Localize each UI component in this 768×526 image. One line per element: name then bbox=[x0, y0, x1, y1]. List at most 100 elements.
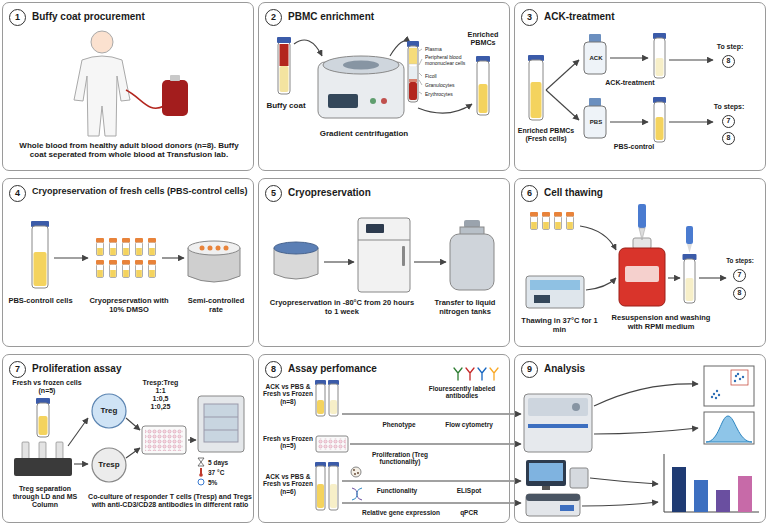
cell-label: Treg bbox=[101, 406, 118, 415]
text-slot: 2 bbox=[265, 9, 282, 26]
ack-treatment-illustration bbox=[669, 59, 713, 60]
text-slot: 37 °C bbox=[208, 469, 248, 476]
pbmc-enrichment-illustration bbox=[381, 98, 387, 104]
cryopreservation-fresh-illustration bbox=[109, 238, 117, 256]
step-panel: 2PBMC enrichmentBuffy coatGradient centr… bbox=[258, 2, 510, 171]
panel-title: Cryopreservation bbox=[288, 187, 503, 199]
caption-label: ACK vs PBS & Fresh vs Frozen (n=6) bbox=[261, 473, 315, 495]
assay-performance-illustration bbox=[317, 484, 324, 508]
text-slot: ELISpot bbox=[441, 487, 497, 494]
proliferation-assay-illustration bbox=[145, 429, 183, 451]
analysis-illustration bbox=[529, 463, 563, 481]
text-slot: To step: bbox=[705, 43, 755, 51]
text-slot: Proliferation assay bbox=[32, 363, 247, 375]
analysis-illustration bbox=[542, 486, 550, 490]
analysis-illustration bbox=[524, 366, 759, 516]
text-slot: PBS bbox=[585, 119, 607, 126]
cryopreservation-fresh-illustration bbox=[34, 252, 47, 286]
proliferation-assay-illustration bbox=[188, 439, 196, 440]
text-slot: 6 bbox=[521, 185, 538, 202]
caption-label: Enriched PBMCs bbox=[457, 31, 509, 48]
assay-performance-illustration bbox=[352, 488, 362, 500]
dot-plot-points bbox=[715, 397, 717, 399]
assay-performance-illustration bbox=[351, 467, 361, 477]
proliferation-assay-illustration bbox=[37, 403, 49, 437]
assay-performance-illustration bbox=[316, 384, 325, 416]
caption-label: Cryopreservation in -80°C from 20 hours … bbox=[267, 299, 417, 316]
text-slot: 8 bbox=[733, 287, 746, 300]
text-slot: Flow cytometry bbox=[437, 421, 501, 428]
pbmc-enrichment-illustration bbox=[294, 40, 322, 56]
step-number: 4 bbox=[9, 185, 26, 202]
caption-label: qPCR bbox=[441, 509, 497, 516]
donor-illustration bbox=[91, 31, 113, 53]
ack-treatment-illustration bbox=[528, 33, 713, 142]
ack-treatment-illustration bbox=[584, 106, 606, 138]
cell-population-circle: Treg bbox=[91, 393, 127, 429]
pbmc-enrichment-illustration bbox=[409, 48, 417, 64]
pbmc-enrichment-illustration bbox=[409, 64, 417, 67]
caption-label: To steps: bbox=[703, 103, 755, 111]
cell-population-circle: Tresp bbox=[91, 447, 127, 483]
analysis-illustration bbox=[594, 384, 698, 406]
pbmc-enrichment-illustration bbox=[418, 104, 472, 113]
dot-plot-points bbox=[716, 390, 718, 392]
text-slot: 5 bbox=[265, 185, 282, 202]
assay-performance-illustration bbox=[329, 384, 338, 416]
assay-performance-illustration bbox=[318, 438, 346, 450]
text-slot: To steps: bbox=[703, 103, 755, 111]
proliferation-assay-illustration bbox=[204, 417, 238, 418]
caption-label: 37 °C bbox=[208, 469, 248, 476]
proliferation-assay-illustration bbox=[142, 426, 186, 454]
cryopreservation-fresh-illustration bbox=[135, 238, 143, 256]
text-slot: 1 bbox=[9, 9, 26, 26]
text-slot: Fresh vs frozen cells (n=5) bbox=[11, 379, 83, 395]
pbmc-enrichment-illustration bbox=[409, 67, 417, 79]
text-slot: Enriched PBMCs (Fresh cells) bbox=[515, 127, 577, 143]
ack-treatment-illustration bbox=[610, 57, 648, 58]
panel-title: Buffy coat procurement bbox=[32, 11, 247, 23]
cryopreservation-fresh-illustration bbox=[122, 260, 130, 278]
text-slot: Relative gene expression bbox=[355, 509, 447, 516]
dot-plot-points bbox=[734, 380, 736, 382]
ack-treatment-illustration bbox=[669, 121, 713, 122]
text-slot: Treg bbox=[91, 393, 127, 429]
cryopreservation-illustration bbox=[358, 240, 410, 241]
cryopreservation-fresh-illustration bbox=[148, 260, 156, 278]
caption-label: Fresh vs Frozen (n=5) bbox=[261, 435, 315, 450]
cryopreservation-fresh-illustration bbox=[224, 246, 229, 251]
cryopreservation-illustration bbox=[366, 224, 384, 233]
dot-plot-points bbox=[718, 394, 720, 396]
panel-title: ACK-treatment bbox=[544, 11, 759, 23]
proliferation-assay-illustration bbox=[68, 418, 88, 446]
cell-thawing-illustration bbox=[566, 212, 574, 230]
dot-plot-points bbox=[711, 396, 713, 398]
panel-title: Assay perfomance bbox=[288, 363, 503, 375]
cell-thawing-illustration bbox=[684, 259, 695, 303]
step-panel: 3ACK-treatmentEnriched PBMCs (Fresh cell… bbox=[514, 2, 766, 171]
caption-label: Cryopreservation with 10% DMSO bbox=[83, 297, 175, 314]
pbmc-enrichment-illustration bbox=[409, 82, 417, 100]
text-slot: Functionality bbox=[369, 487, 425, 494]
text-slot: ACK vs PBS & Fresh vs Frozen (n=6) bbox=[261, 473, 315, 495]
step-panel: 8 Assay perfomanceACK vs PBS & Fresh vs F… bbox=[258, 354, 510, 523]
step-number: 1 bbox=[9, 9, 26, 26]
caption-label: Gradient centrifugation bbox=[304, 129, 424, 138]
cryopreservation-fresh-illustration bbox=[216, 246, 221, 251]
text-slot: Cryopreservation with 10% DMSO bbox=[83, 297, 175, 314]
caption-label: ACK-treatment bbox=[601, 79, 659, 87]
step-panel: 6Cell thawingThawing in 37°C for 1 minRe… bbox=[514, 178, 766, 347]
assay-performance-illustration bbox=[316, 466, 325, 510]
cryopreservation-illustration bbox=[402, 246, 405, 266]
text-slot: Erythrocytes bbox=[425, 92, 471, 98]
assay-performance-illustration bbox=[329, 466, 338, 510]
step-number: 8 bbox=[265, 361, 282, 378]
caption-label: Peripheral blood mononuclear cells bbox=[425, 55, 471, 67]
text-slot: ACK bbox=[585, 55, 607, 62]
proliferation-assay-illustration bbox=[200, 468, 202, 474]
donor-illustration bbox=[74, 31, 188, 136]
caption-label: Tresp:Treg 1:1 1:0,5 1:0,25 bbox=[133, 379, 188, 411]
step-panel: 7Proliferation assayFresh vs frozen cell… bbox=[2, 354, 254, 523]
cryopreservation-fresh-illustration bbox=[54, 257, 88, 258]
text-slot: To steps: bbox=[715, 257, 765, 264]
